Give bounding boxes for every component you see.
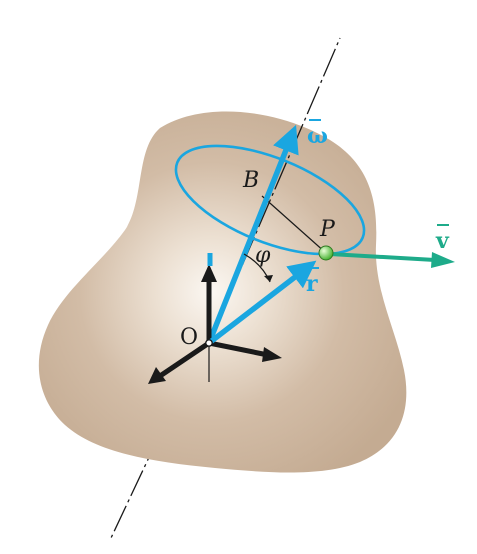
r-label-group: r bbox=[306, 267, 319, 297]
rigid-body bbox=[38, 111, 407, 473]
label-o: O bbox=[180, 325, 198, 350]
radius-line bbox=[261, 195, 327, 254]
coordinate-axes bbox=[148, 264, 282, 384]
point-p bbox=[318, 245, 334, 261]
v-label-group: v bbox=[435, 224, 450, 254]
origin-point bbox=[205, 339, 213, 347]
label-phi: φ bbox=[255, 243, 271, 268]
omega-vector bbox=[208, 124, 299, 340]
phi-arc-arrowhead bbox=[264, 275, 273, 282]
velocity-vector bbox=[329, 252, 436, 262]
path-circle bbox=[174, 144, 366, 256]
label-p: P bbox=[319, 217, 336, 242]
omega-label-group: ω bbox=[307, 119, 328, 149]
label-r: r bbox=[306, 271, 318, 297]
label-b: B bbox=[242, 168, 259, 193]
position-vector-r bbox=[207, 260, 317, 346]
velocity-arrowhead bbox=[431, 252, 455, 268]
omega-label: ω bbox=[307, 123, 328, 149]
label-v: v bbox=[435, 228, 450, 254]
